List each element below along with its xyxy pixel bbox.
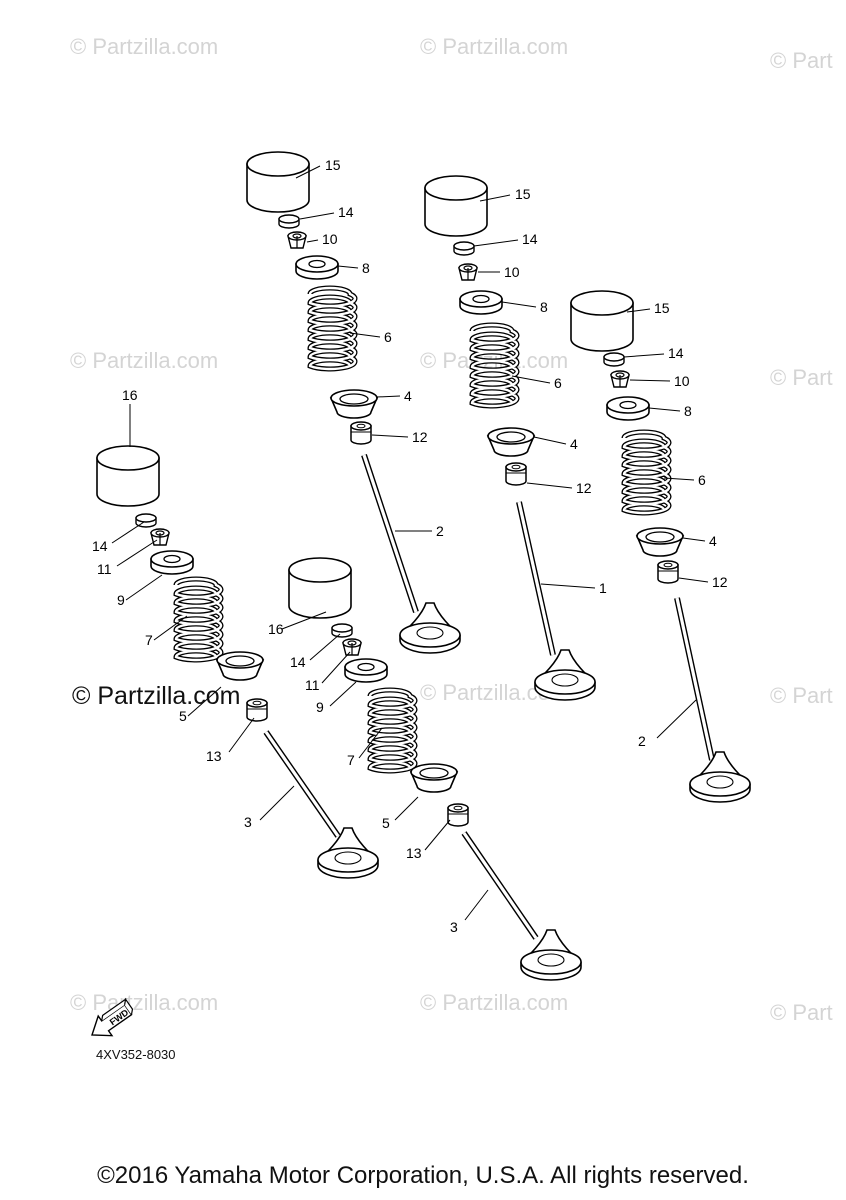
watermark: © Part <box>770 683 833 708</box>
spring-retainer <box>150 550 194 575</box>
callout-label: 15 <box>515 186 531 202</box>
callout-label: 10 <box>674 373 690 389</box>
callout-label: 9 <box>117 592 125 608</box>
tappet <box>288 557 352 619</box>
spring-seat <box>330 389 378 419</box>
spring-seat <box>487 427 535 457</box>
callout-label: 15 <box>325 157 341 173</box>
tappet <box>246 151 310 213</box>
valve-head <box>520 929 582 981</box>
callout-label: 8 <box>684 403 692 419</box>
callout-label: 16 <box>268 621 284 637</box>
stem-seal <box>657 560 679 584</box>
diagram-code: 4XV352-8030 <box>96 1047 176 1062</box>
valve-spring <box>310 288 355 369</box>
callout-label: 6 <box>698 472 706 488</box>
tappet <box>570 290 634 352</box>
valve-assembly-a1 <box>246 151 461 654</box>
spring-seat <box>410 763 458 793</box>
callout-label: 12 <box>576 480 592 496</box>
watermark: © Part <box>770 48 833 73</box>
valve-assembly-a2 <box>424 175 596 701</box>
spring-retainer <box>606 396 650 421</box>
valve-assembly-b2 <box>288 557 582 981</box>
callout-label: 10 <box>322 231 338 247</box>
valve-assembly-a3 <box>570 290 751 803</box>
spring-retainer <box>459 290 503 315</box>
watermark: © Part <box>770 365 833 390</box>
callout-label: 4 <box>404 388 412 404</box>
valve-assembly-b1 <box>96 445 379 879</box>
callout-label: 14 <box>338 204 354 220</box>
callout-label: 9 <box>316 699 324 715</box>
watermark: © Partzilla.com <box>70 990 219 1015</box>
callout-label: 12 <box>712 574 728 590</box>
tappet <box>96 445 160 507</box>
callout-numbers: 15 14 10 8 6 4 12 2 15 14 10 8 6 4 12 1 … <box>92 157 728 935</box>
callout-label: 13 <box>406 845 422 861</box>
valve-head <box>689 751 751 803</box>
watermark: © Partzilla.com <box>70 348 219 373</box>
shim <box>603 352 625 367</box>
valve-spring <box>624 432 669 513</box>
valve-head <box>317 827 379 879</box>
tappet <box>424 175 488 237</box>
callout-label: 14 <box>92 538 108 554</box>
callout-label: 8 <box>362 260 370 276</box>
callout-label: 8 <box>540 299 548 315</box>
watermark: © Part <box>770 1000 833 1025</box>
callout-label: 2 <box>436 523 444 539</box>
valve-head <box>534 649 596 701</box>
callout-label: 14 <box>522 231 538 247</box>
callout-label: 3 <box>450 919 458 935</box>
callout-label: 1 <box>599 580 607 596</box>
callout-label: 6 <box>384 329 392 345</box>
cotter <box>610 370 630 388</box>
callout-label: 11 <box>97 561 112 577</box>
callout-label: 7 <box>145 632 153 648</box>
callout-label: 2 <box>638 733 646 749</box>
spring-seat <box>636 527 684 557</box>
callout-label: 4 <box>709 533 717 549</box>
callout-label: 5 <box>179 708 187 724</box>
callout-label: 7 <box>347 752 355 768</box>
stem-seal <box>505 462 527 486</box>
callout-label: 13 <box>206 748 222 764</box>
callout-label: 6 <box>554 375 562 391</box>
callout-label: 12 <box>412 429 428 445</box>
spring-retainer <box>295 255 339 280</box>
copyright-notice: ©2016 Yamaha Motor Corporation, U.S.A. A… <box>97 1162 749 1189</box>
callout-label: 14 <box>668 345 684 361</box>
stem-seal <box>246 698 268 722</box>
spring-retainer <box>344 658 388 683</box>
cotter <box>458 263 478 281</box>
cotter <box>342 638 362 656</box>
callout-label: 16 <box>122 387 138 403</box>
callout-label: 3 <box>244 814 252 830</box>
shim <box>278 214 300 229</box>
cotter <box>287 231 307 249</box>
spring-seat <box>216 651 264 681</box>
watermark-prominent: © Partzilla.com <box>72 682 241 710</box>
valve-spring <box>472 325 517 406</box>
shim <box>453 241 475 256</box>
valve-spring <box>370 690 415 771</box>
shim <box>331 623 353 638</box>
watermark: © Partzilla.com <box>420 34 569 59</box>
callout-label: 5 <box>382 815 390 831</box>
leader-lines <box>111 165 709 921</box>
watermark: © Partzilla.com <box>420 990 569 1015</box>
stem-seal <box>350 421 372 445</box>
fwd-arrow-icon: FWD <box>91 997 134 1037</box>
callout-label: 15 <box>654 300 670 316</box>
callout-label: 14 <box>290 654 306 670</box>
callout-label: 10 <box>504 264 520 280</box>
callout-label: 11 <box>305 677 320 693</box>
valve-head <box>399 602 461 654</box>
watermark: © Partzilla.com <box>70 34 219 59</box>
callout-label: 4 <box>570 436 578 452</box>
stem-seal <box>447 803 469 827</box>
